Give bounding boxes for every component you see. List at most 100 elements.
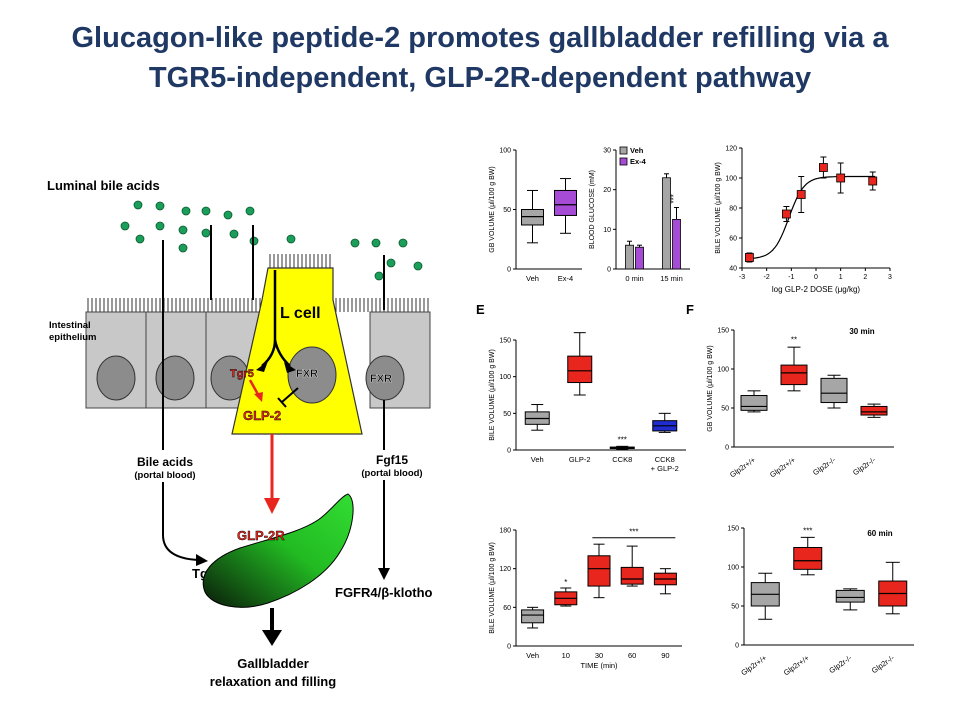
significance-label: * [564,578,567,587]
data-point [836,173,846,183]
chart-panel-f-60min: 050100150Glp2r+/+Glp2r+/+Glp2r-/-Glp2r-/… [727,526,914,677]
glp2r-label: GLP-2R [237,528,285,543]
y-tick-label: 120 [725,146,737,153]
bar [662,177,671,270]
x-tick-label: Glp2r-/- [851,455,877,477]
x-tick-label: -2 [764,274,770,281]
time-note: 30 min [849,327,874,336]
data-point [796,190,806,199]
x-tick-label: 0 min [625,274,643,283]
y-tick-label: 20 [603,187,611,194]
y-tick-label: 150 [727,526,739,533]
legend-label: Veh [630,146,644,155]
bile-acids-portal-sub: (portal blood) [134,470,195,481]
x-tick-label: Veh [526,274,539,283]
y-axis-label: GB VOLUME (μl/100 g BW) [707,345,714,432]
time-note: 60 min [867,529,892,538]
y-axis-label: GB VOLUME (μl/100 g BW) [489,166,496,253]
y-tick-label: 60 [729,236,737,243]
significance-label: *** [803,526,812,535]
epithelium-label-2: epithelium [49,332,97,343]
legend-swatch [619,146,628,155]
bile-acids-to-tgr5-arrow [162,482,199,561]
x-tick-label: Veh [531,455,544,464]
y-tick-label: 100 [725,176,737,183]
x-tick-label: 3 [888,274,892,281]
glp2-label: GLP-2 [243,408,281,423]
title-line-2: TGR5-independent, GLP-2R-dependent pathw… [148,62,812,94]
bile-acids-portal-label: Bile acids [137,455,193,469]
x-tick-label: + GLP-2 [651,464,679,473]
y-tick-label: 100 [499,374,511,381]
y-tick-label: 60 [503,605,511,612]
x-tick-label: Glp2r-/- [870,653,896,675]
significance-label: *** [575,330,584,331]
y-tick-label: 50 [503,207,511,214]
fgf15-label: Fgf15 [376,453,408,467]
fxr-lcell-label: FXR [296,368,318,380]
legend-label: Ex-4 [630,157,647,166]
bile-acid-dots [120,200,423,281]
data-point [868,176,878,186]
l-cell-nucleus [287,346,337,404]
significance-label: *** [670,194,679,203]
l-cell-microvilli [269,254,331,268]
x-tick-label: CCK8 [655,455,675,464]
box [740,395,768,411]
significance-label: *** [629,528,638,537]
y-axis-label: BILE VOLUME (μl/100 g BW) [489,542,496,634]
x-tick-label: Glp2r-/- [827,653,853,675]
y-tick-label: 40 [729,266,737,273]
significance-label: ** [791,335,797,344]
gallbladder-label-2: relaxation and filling [210,674,336,689]
box [860,405,888,416]
y-tick-label: 80 [729,206,737,213]
y-tick-label: 180 [499,528,511,535]
schematic-diagram: Luminal bile acids [47,178,433,689]
x-tick-label: Glp2r+/+ [728,455,758,479]
fgf15-sub: (portal blood) [361,468,422,479]
intestinal-epithelium [85,311,431,409]
x-tick-label: 15 min [660,274,683,283]
data-point [745,253,754,262]
x-tick-label: Glp2r+/+ [782,653,812,677]
box [587,555,611,587]
y-tick-label: 100 [727,565,739,572]
y-tick-label: 100 [499,148,511,155]
box [554,189,577,216]
x-tick-label: Veh [526,651,539,660]
x-tick-label: -3 [739,274,745,281]
x-tick-label: Glp2r+/+ [768,455,798,479]
bar [672,219,681,270]
box [820,377,848,404]
x-tick-label: 30 [595,651,603,660]
box [620,566,644,585]
panel-label-e: E [476,302,485,317]
y-tick-label: 0 [507,448,511,455]
x-tick-label: 60 [628,651,636,660]
data-point [819,163,828,172]
y-tick-label: 0 [725,445,729,452]
significance-label: *** [618,436,627,445]
luminal-bile-acids-label: Luminal bile acids [47,178,160,193]
y-tick-label: 150 [717,328,729,335]
x-tick-label: Glp2r-/- [811,455,837,477]
fxr-enterocyte-label: FXR [370,373,392,385]
y-tick-label: 150 [499,338,511,345]
y-tick-label: 50 [731,604,739,611]
bar [635,246,644,270]
x-tick-label: 0 [814,274,818,281]
fxr-inhibit-line [281,387,299,403]
x-tick-label: 10 [562,651,570,660]
fit-curve [746,175,876,260]
box [780,364,808,386]
y-tick-label: 50 [721,406,729,413]
bar [625,244,634,270]
legend-swatch [619,157,628,166]
title-line-1: Glucagon-like peptide-2 promotes gallbla… [71,22,889,54]
